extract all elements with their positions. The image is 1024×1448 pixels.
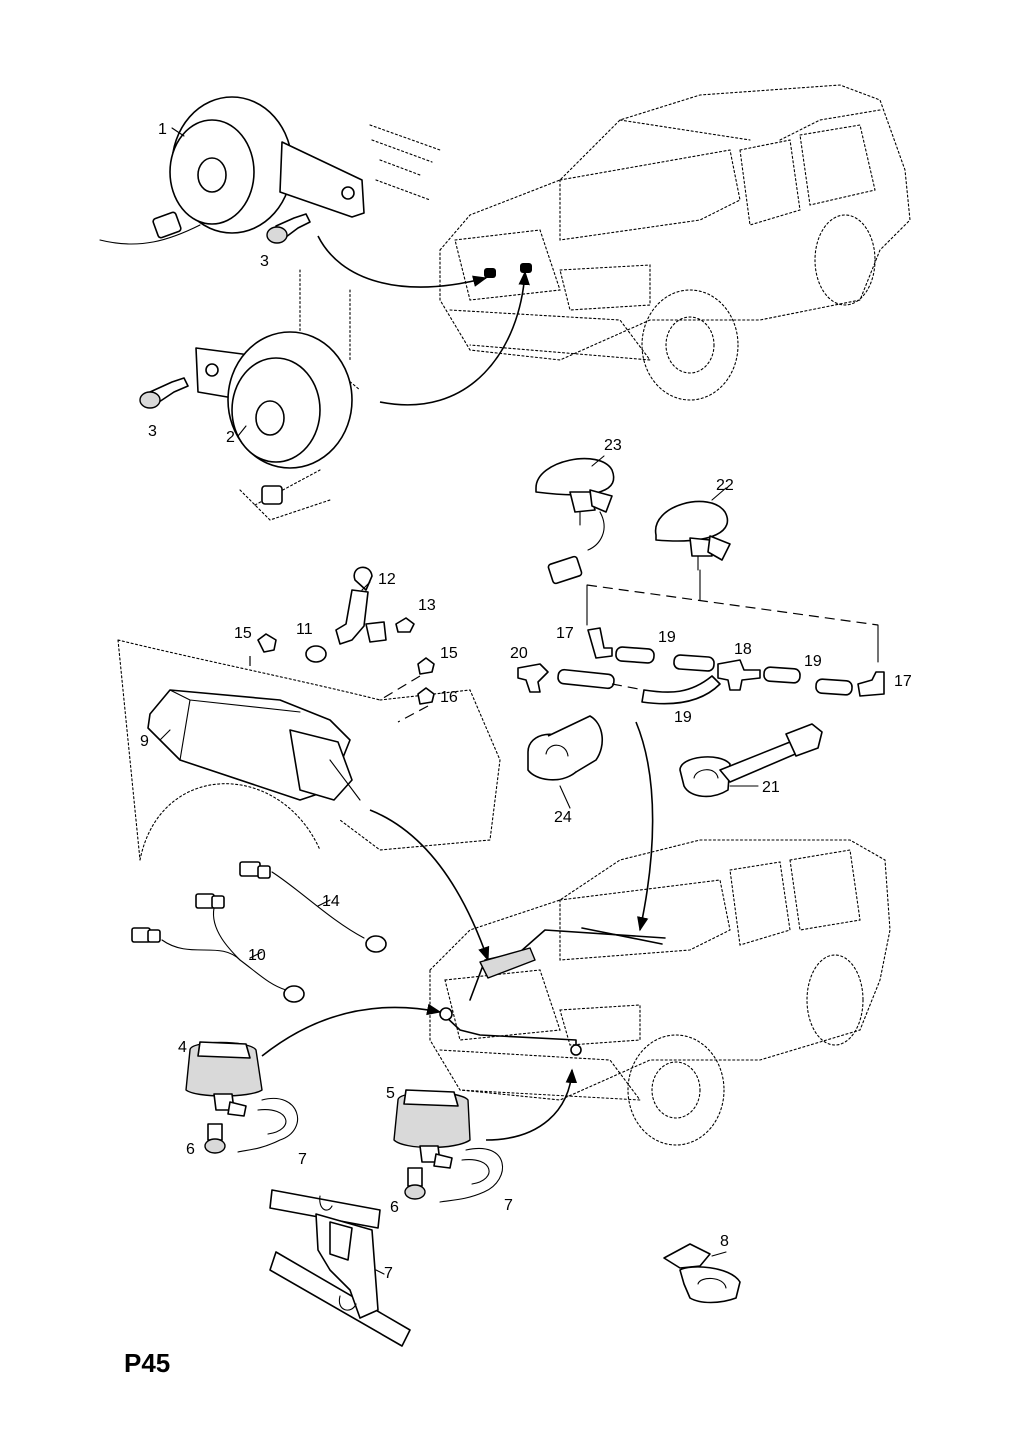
callout-7-left: 7 [298,1151,307,1168]
arrow-reservoir-to-vehicle [369,809,490,962]
callout-17-right: 17 [894,673,912,690]
nozzle-22 [655,500,731,571]
callout-3-upper: 3 [260,253,269,270]
vehicle-top [439,84,911,401]
callout-16: 16 [440,689,458,706]
leader-lines [159,127,759,1275]
filler-neck-12 [305,566,387,663]
callout-20: 20 [510,645,528,662]
vehicle-bottom [429,839,891,1146]
hose-set-bracket [586,569,879,663]
page-code: P45 [124,1348,170,1378]
hose-row [517,627,885,705]
callout-13: 13 [418,597,436,614]
callout-2: 2 [226,429,235,446]
hose-clip-assembly-7 [269,1189,411,1347]
callout-6-left: 6 [186,1141,195,1158]
clamp-21 [679,723,823,798]
callout-15-right: 15 [440,645,458,662]
arrow-hoses-to-vehicle [635,721,654,932]
washer-reservoir-9 [147,689,361,801]
callout-1: 1 [158,121,167,138]
callout-24: 24 [554,809,572,826]
callout-10: 10 [248,947,266,964]
callout-14: 14 [322,893,340,910]
screw-6-right [404,1167,426,1200]
callout-18: 18 [734,641,752,658]
fender-outline [117,639,501,861]
callout-7-right: 7 [504,1197,513,1214]
callout-8: 8 [720,1233,729,1250]
callout-19-right: 19 [804,653,822,670]
arrow-nozzle-4-to-vehicle [261,1003,442,1057]
callout-19-top: 19 [658,629,676,646]
callout-9: 9 [140,733,149,750]
harness-14 [239,861,387,953]
callout-19-bottom: 19 [674,709,692,726]
headlamp-nozzle-4 [185,1041,298,1153]
horn-1 [99,96,365,245]
callout-23: 23 [604,437,622,454]
screw-6-left [204,1123,226,1154]
callout-6-right: 6 [390,1199,399,1216]
harness-10 [131,893,305,1003]
callouts: 1 3 3 2 23 22 12 13 11 15 15 16 9 17 19 … [124,121,912,1378]
arrow-horn-2-to-vehicle [379,270,530,406]
fasteners-13-15-16 [249,617,435,723]
bolt-3-upper [266,213,311,244]
arrow-nozzle-5-to-vehicle [485,1068,578,1141]
callout-5: 5 [386,1085,395,1102]
horn-2 [195,331,353,505]
callout-7-bottom: 7 [384,1265,393,1282]
nozzle-23 [535,457,615,585]
callout-12: 12 [378,571,396,588]
callout-15-left: 15 [234,625,252,642]
callout-3-lower: 3 [148,423,157,440]
callout-22: 22 [716,477,734,494]
clip-8 [663,1243,741,1304]
arrow-horn-1-to-vehicle [317,235,488,288]
callout-11: 11 [296,621,313,638]
headlamp-nozzle-5 [393,1089,504,1203]
bolt-3-lower [139,377,189,409]
callout-17-left: 17 [556,625,574,642]
callout-4: 4 [178,1039,187,1056]
callout-21: 21 [762,779,780,796]
clip-24 [527,715,603,781]
